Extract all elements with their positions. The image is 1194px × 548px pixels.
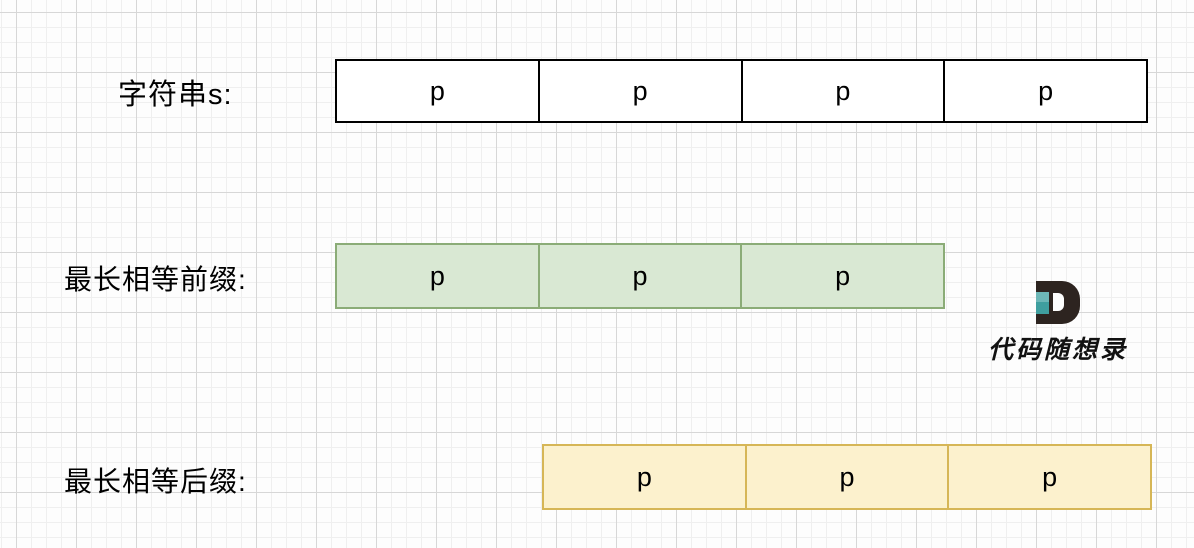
suffix-cell: p xyxy=(636,461,652,492)
logo-d-icon xyxy=(1036,281,1080,324)
suffix-label: 最长相等后缀: xyxy=(64,466,247,497)
logo-d-counter xyxy=(1053,293,1064,311)
string-cell: p xyxy=(537,61,741,121)
suffix-cell: p xyxy=(744,446,948,508)
prefix-cell: p xyxy=(740,245,943,307)
string-s-row: p p p p xyxy=(335,59,1148,123)
prefix-cell: p xyxy=(537,245,741,307)
string-s-label: 字符串s: xyxy=(118,79,233,111)
suffix-cell: p xyxy=(947,446,1150,508)
string-cell: p xyxy=(943,61,1146,121)
suffix-row: p p p xyxy=(542,444,1152,510)
prefix-label: 最长相等前缀: xyxy=(64,264,247,295)
prefix-row: p p p xyxy=(335,243,945,309)
string-cell: p xyxy=(740,61,944,121)
logo-d-teal-accent xyxy=(1036,292,1049,314)
prefix-cell: p xyxy=(429,260,445,291)
brand-logo: 代码随想录 xyxy=(988,281,1148,366)
brand-name: 代码随想录 xyxy=(988,337,1129,364)
string-cell: p xyxy=(429,75,445,106)
